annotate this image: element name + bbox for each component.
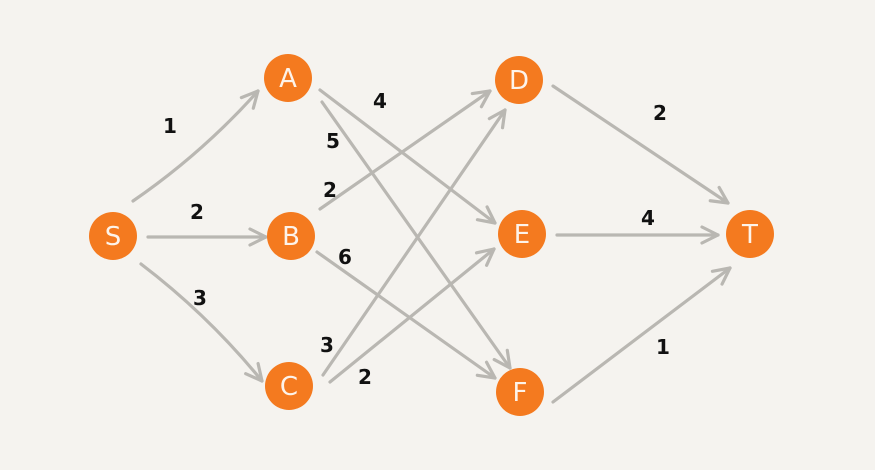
edge-c-d bbox=[321, 108, 507, 377]
edge-a-e bbox=[318, 88, 497, 225]
edge-weight-s-a: 1 bbox=[163, 114, 177, 138]
edge-weight-a-f: 5 bbox=[326, 129, 340, 153]
edge-line bbox=[320, 100, 512, 370]
edge-s-c bbox=[139, 262, 264, 383]
node-t: T bbox=[726, 210, 774, 258]
arrowhead-icon bbox=[710, 266, 732, 286]
node-label: A bbox=[279, 64, 297, 94]
edge-line bbox=[321, 108, 507, 377]
arrowhead-icon bbox=[248, 227, 268, 247]
edge-weight-e-t: 4 bbox=[641, 206, 655, 230]
arrowhead-icon bbox=[700, 225, 720, 245]
arrowhead-icon bbox=[244, 361, 264, 383]
edge-weight-a-e: 4 bbox=[373, 89, 387, 113]
node-e: E bbox=[498, 210, 546, 258]
edge-line bbox=[318, 88, 497, 225]
node-circle bbox=[267, 212, 315, 260]
edge-c-e bbox=[328, 247, 496, 384]
edge-line bbox=[551, 84, 730, 205]
node-circle bbox=[495, 56, 543, 104]
node-circle bbox=[498, 210, 546, 258]
edge-s-b bbox=[146, 227, 268, 247]
edge-b-f bbox=[315, 250, 497, 380]
node-label: E bbox=[514, 220, 530, 250]
arrowhead-icon bbox=[708, 185, 730, 205]
edge-line bbox=[315, 250, 497, 380]
edge-s-a bbox=[131, 89, 260, 203]
edge-weight-c-e: 2 bbox=[358, 365, 372, 389]
arrowhead-icon bbox=[492, 348, 512, 370]
node-label: F bbox=[513, 378, 528, 408]
edge-weight-b-d: 2 bbox=[323, 178, 337, 202]
node-d: D bbox=[495, 56, 543, 104]
node-b: B bbox=[267, 212, 315, 260]
edge-e-t bbox=[555, 225, 720, 245]
node-circle bbox=[89, 212, 137, 260]
edge-line bbox=[131, 89, 260, 203]
edge-d-t bbox=[551, 84, 730, 205]
arrowhead-icon bbox=[487, 108, 507, 130]
edge-b-d bbox=[318, 89, 492, 211]
node-a: A bbox=[264, 54, 312, 102]
arrowhead-icon bbox=[475, 360, 497, 380]
arrowhead-icon bbox=[470, 89, 492, 109]
edge-f-t bbox=[551, 266, 732, 404]
node-label: C bbox=[280, 372, 298, 402]
node-circle bbox=[726, 210, 774, 258]
arrowhead-icon bbox=[239, 89, 260, 110]
edge-line bbox=[328, 247, 496, 384]
node-circle bbox=[265, 362, 313, 410]
edge-weight-f-t: 1 bbox=[656, 335, 670, 359]
node-label: D bbox=[509, 66, 529, 96]
node-f: F bbox=[496, 368, 544, 416]
node-s: S bbox=[89, 212, 137, 260]
edge-weight-c-d: 3 bbox=[320, 333, 334, 357]
node-circle bbox=[496, 368, 544, 416]
node-c: C bbox=[265, 362, 313, 410]
node-label: T bbox=[741, 220, 758, 250]
arrowhead-icon bbox=[474, 247, 496, 267]
node-label: S bbox=[105, 222, 122, 252]
edge-line bbox=[551, 266, 732, 404]
node-circle bbox=[264, 54, 312, 102]
edge-weight-s-b: 2 bbox=[190, 200, 204, 224]
arrowhead-icon bbox=[475, 205, 497, 225]
edge-a-f bbox=[320, 100, 512, 370]
edge-weight-b-f: 6 bbox=[338, 245, 352, 269]
edges-layer bbox=[131, 84, 732, 404]
edge-weight-d-t: 2 bbox=[653, 101, 667, 125]
edge-weight-s-c: 3 bbox=[193, 286, 207, 310]
node-label: B bbox=[282, 222, 300, 252]
edge-line bbox=[318, 89, 492, 211]
edge-line bbox=[139, 262, 264, 383]
nodes-layer: S A B C D E F T bbox=[89, 54, 774, 416]
